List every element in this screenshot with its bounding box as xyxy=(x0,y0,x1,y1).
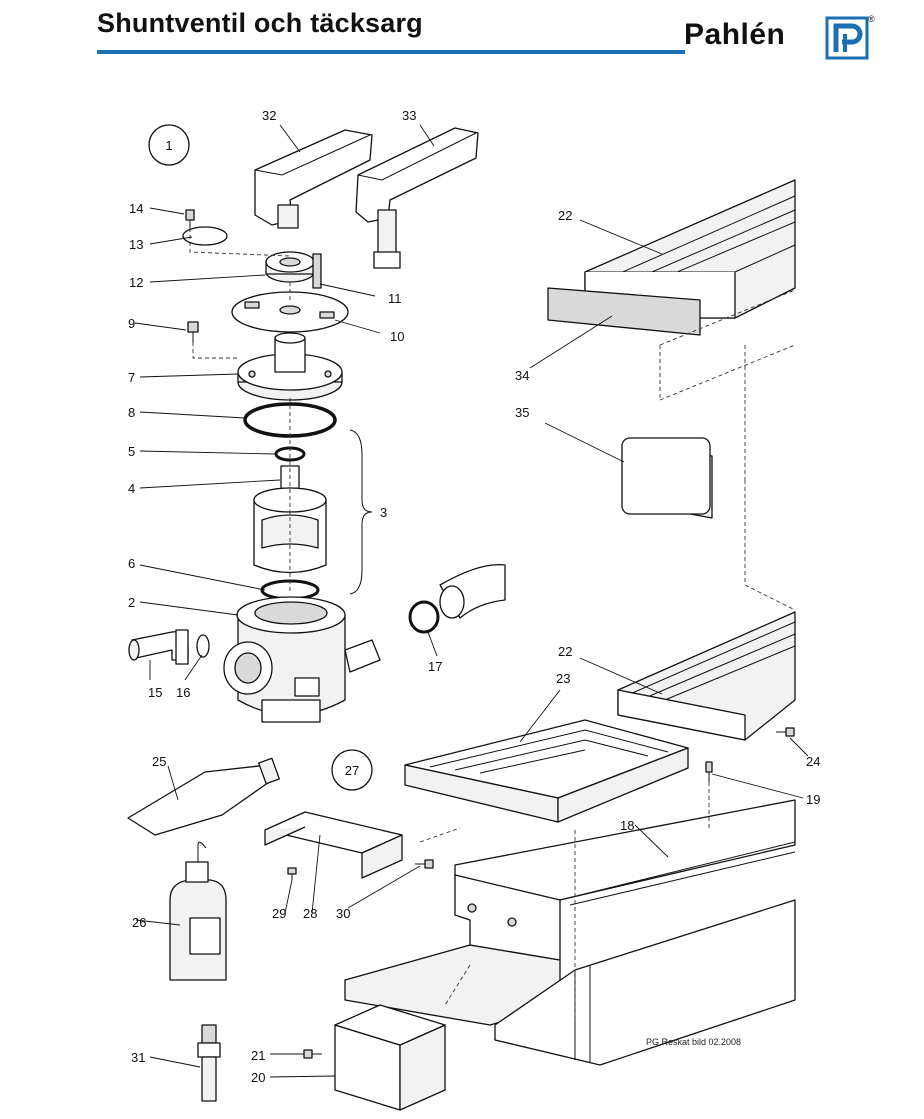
screw-21 xyxy=(303,1049,322,1059)
flange-7 xyxy=(237,332,343,401)
callout-22-lower: 22 xyxy=(558,644,572,659)
profile-22-lower xyxy=(617,611,796,741)
bottle-26 xyxy=(169,841,227,981)
callout-13: 13 xyxy=(129,237,143,252)
group-label-27: 27 xyxy=(345,763,359,778)
end-cap-34 xyxy=(547,287,701,336)
corner-cover-20 xyxy=(334,1004,446,1111)
group-circle-1 xyxy=(148,124,190,166)
callout-12: 12 xyxy=(129,275,143,290)
callout-5: 5 xyxy=(128,444,135,459)
callout-25: 25 xyxy=(152,754,166,769)
valve-body-2 xyxy=(223,596,381,723)
callout-2: 2 xyxy=(128,595,135,610)
callout-21: 21 xyxy=(251,1048,265,1063)
screw-30 xyxy=(415,859,434,869)
group-circle-27 xyxy=(331,749,373,791)
tube-25 xyxy=(127,757,280,836)
base-profile xyxy=(344,874,796,1066)
callout-28: 28 xyxy=(303,906,317,921)
hose-clamp-17 xyxy=(408,564,506,634)
pahlen-logo-icon xyxy=(825,16,869,60)
screw-24 xyxy=(776,727,795,737)
callout-14: 14 xyxy=(129,201,143,216)
brace-3 xyxy=(349,429,373,595)
leader-lines xyxy=(134,124,809,1078)
callout-17: 17 xyxy=(428,659,442,674)
callout-30: 30 xyxy=(336,906,350,921)
title-rule xyxy=(97,50,685,54)
nut-12 xyxy=(265,251,315,283)
valve-insert-3 xyxy=(253,465,327,574)
callout-18: 18 xyxy=(620,818,634,833)
callout-10: 10 xyxy=(390,329,404,344)
callout-24: 24 xyxy=(806,754,820,769)
end-cap-35 xyxy=(621,437,713,519)
callout-26: 26 xyxy=(132,915,146,930)
callout-7: 7 xyxy=(128,370,135,385)
screw-9 xyxy=(187,321,199,342)
callout-9: 9 xyxy=(128,316,135,331)
washer-16 xyxy=(196,634,210,658)
callout-32: 32 xyxy=(262,108,276,123)
bolt-31 xyxy=(197,1024,221,1102)
screw-19 xyxy=(705,761,713,782)
callout-4: 4 xyxy=(128,481,135,496)
joiner-28 xyxy=(264,811,403,879)
dashed-guide-mid xyxy=(744,480,796,611)
corner-plate-23 xyxy=(404,719,689,823)
dashed-guide-upper xyxy=(659,289,796,480)
callout-35: 35 xyxy=(515,405,529,420)
cap-disc-13 xyxy=(182,226,228,246)
callout-11: 11 xyxy=(388,291,402,306)
indicator-plate-10 xyxy=(231,291,349,333)
callout-33: 33 xyxy=(402,108,416,123)
group-label-1: 1 xyxy=(165,138,172,153)
screw-14 xyxy=(185,209,195,228)
callout-23: 23 xyxy=(556,671,570,686)
callout-19: 19 xyxy=(806,792,820,807)
elbow-15 xyxy=(128,629,189,665)
callout-29: 29 xyxy=(272,906,286,921)
screw-29 xyxy=(287,867,297,880)
handle-32 xyxy=(254,129,373,229)
callout-22-upper: 22 xyxy=(558,208,572,223)
callout-8: 8 xyxy=(128,405,135,420)
callout-3: 3 xyxy=(380,505,387,520)
screw-11 xyxy=(312,253,322,289)
handle-33 xyxy=(355,127,479,269)
image-credit: PG Reskat bild 02.2008 xyxy=(646,1037,742,1047)
callout-34: 34 xyxy=(515,368,529,383)
page-title: Shuntventil och täcksarg xyxy=(97,8,423,38)
callout-6: 6 xyxy=(128,556,135,571)
callout-16: 16 xyxy=(176,685,190,700)
registered-mark: ® xyxy=(868,14,875,24)
callout-15: 15 xyxy=(148,685,162,700)
assembly-dashed-lines xyxy=(189,228,710,1020)
brand-name: Pahlén xyxy=(684,18,786,51)
callout-20: 20 xyxy=(251,1070,265,1085)
callout-31: 31 xyxy=(131,1050,145,1065)
